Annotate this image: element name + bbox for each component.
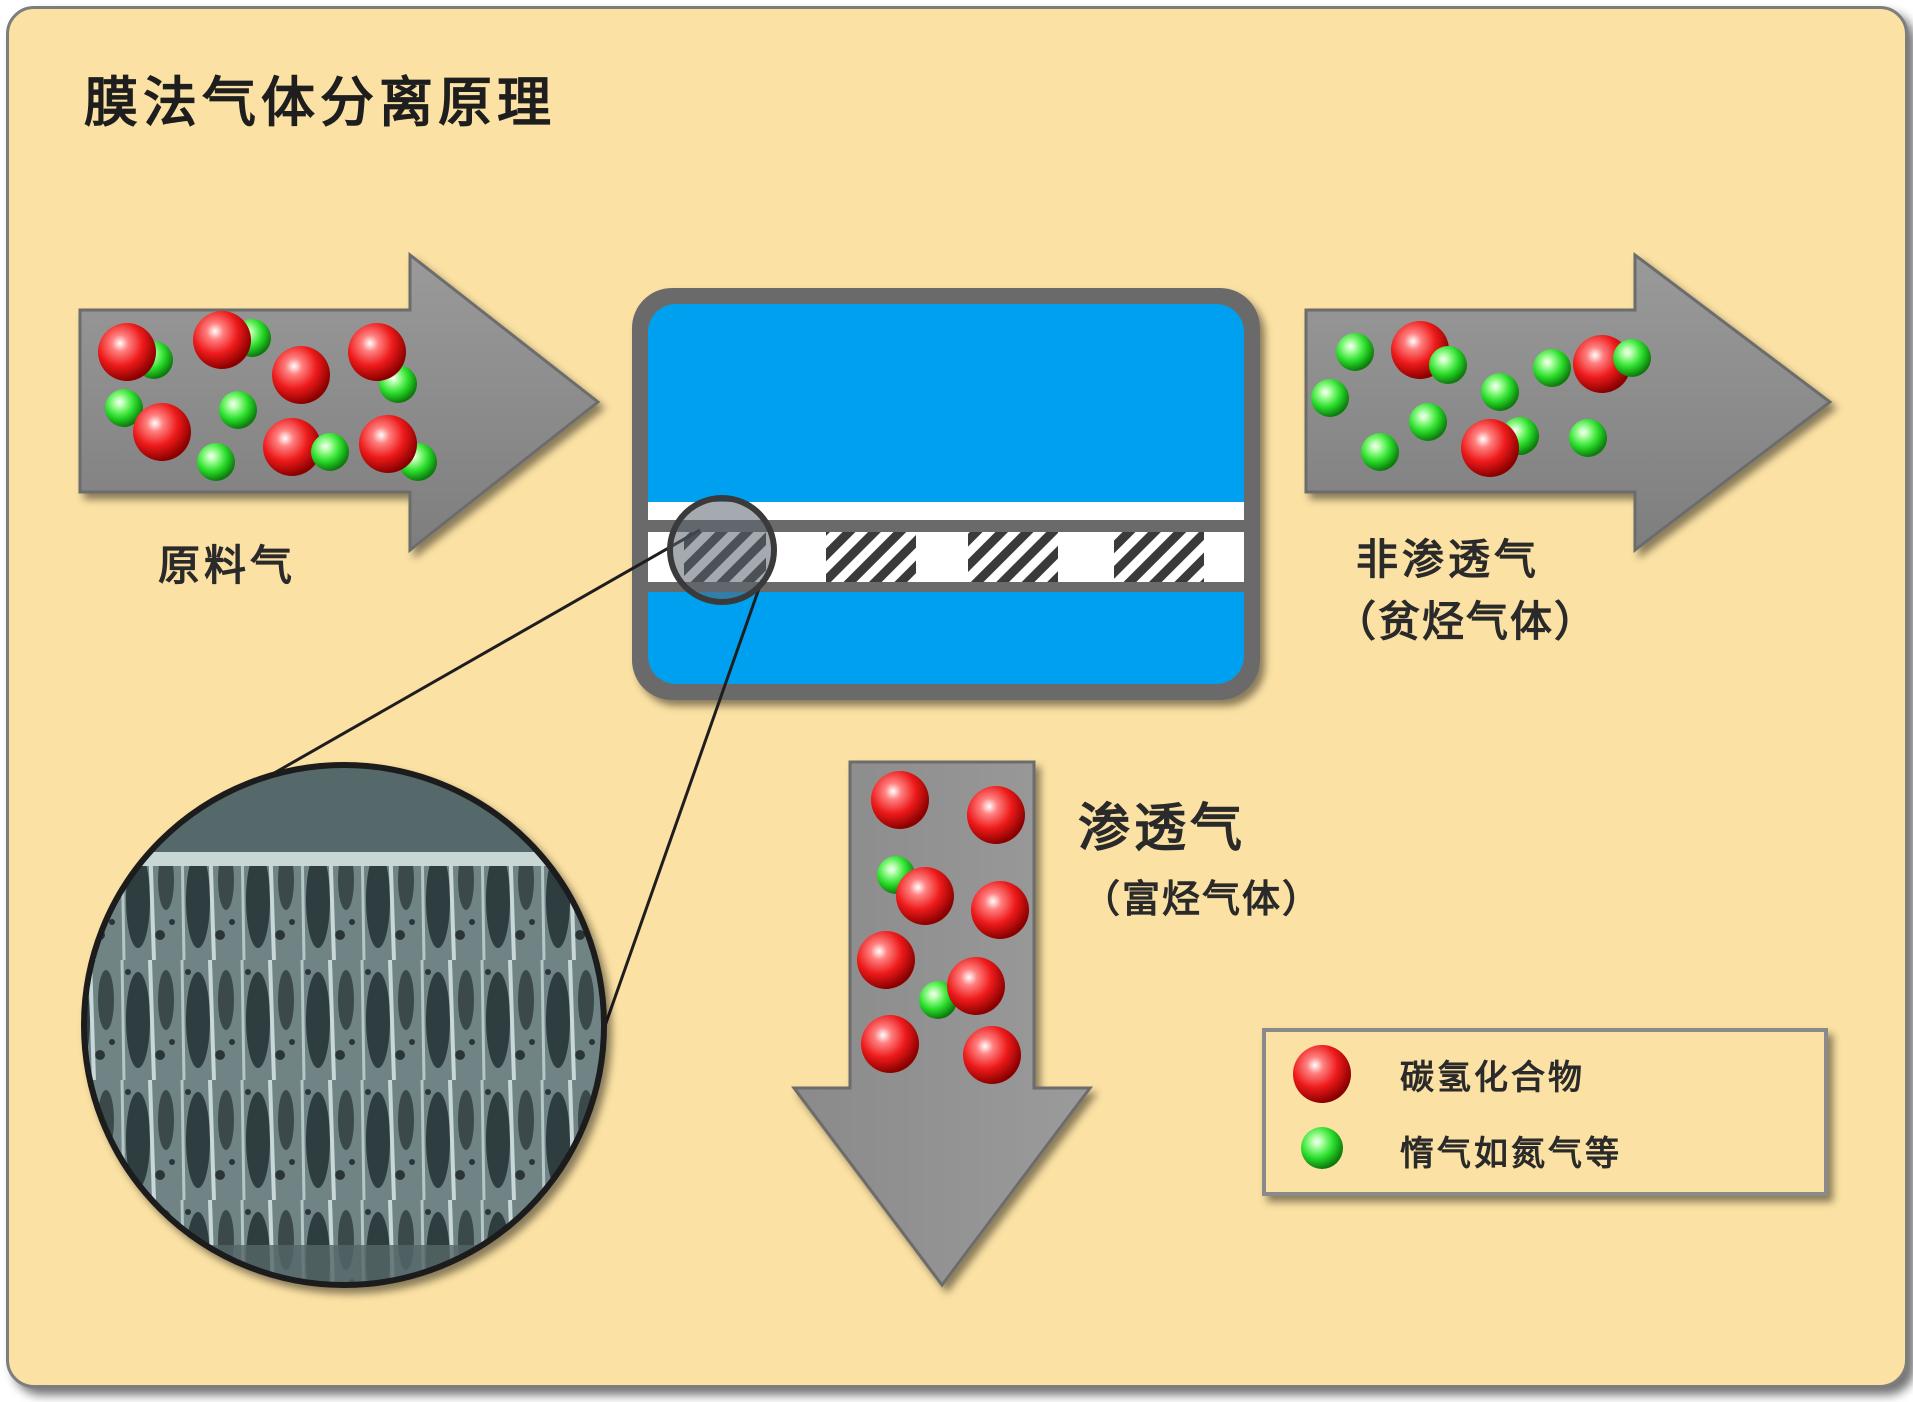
feed-arrow xyxy=(78,251,601,554)
feed-gas-label: 原料气 xyxy=(158,541,297,590)
permeate-gas-note: （富烃气体） xyxy=(1082,877,1323,921)
hydrocarbon-molecule xyxy=(133,403,191,461)
inert-gas-molecule xyxy=(1301,1127,1343,1169)
inert-gas-molecule xyxy=(1409,403,1447,441)
hydrocarbon-molecule xyxy=(98,323,156,381)
hydrocarbon-molecule xyxy=(857,931,915,989)
hydrocarbon-molecule xyxy=(1293,1045,1351,1103)
hydrocarbon-molecule xyxy=(963,1026,1021,1084)
inert-gas-molecule xyxy=(1569,419,1607,457)
retentate-arrow xyxy=(1304,251,1833,554)
hydrocarbon-molecule xyxy=(348,323,406,381)
inert-gas-molecule xyxy=(105,389,143,427)
hydrocarbon-molecule xyxy=(272,346,330,404)
inert-gas-molecule xyxy=(1336,333,1374,371)
inert-gas-molecule xyxy=(311,433,349,471)
hydrocarbon-molecule xyxy=(967,786,1025,844)
hydrocarbon-molecule xyxy=(359,415,417,473)
inert-gas-molecule xyxy=(1613,339,1651,377)
inert-gas-molecule xyxy=(1533,349,1571,387)
hydrocarbon-molecule xyxy=(871,771,929,829)
hydrocarbon-molecule xyxy=(861,1015,919,1073)
legend-hydrocarbon-label: 碳氢化合物 xyxy=(1400,1058,1585,1098)
hydrocarbon-molecule xyxy=(947,957,1005,1015)
permeate-arrow xyxy=(790,760,1094,1288)
permeate-gas-label: 渗透气 xyxy=(1078,799,1247,859)
magnifier-lens xyxy=(667,495,777,605)
hydrocarbon-molecule xyxy=(971,881,1029,939)
inert-gas-molecule xyxy=(1429,346,1467,384)
hydrocarbon-molecule xyxy=(1461,419,1519,477)
retentate-gas-note: （贫烃气体） xyxy=(1334,597,1599,646)
membrane-module xyxy=(632,288,1260,700)
molecule-layer xyxy=(98,311,1651,1169)
membrane-sem-image xyxy=(81,762,607,1288)
inert-gas-molecule xyxy=(1481,373,1519,411)
hydrocarbon-molecule xyxy=(263,418,321,476)
hydrocarbon-molecule xyxy=(193,311,251,369)
inert-gas-molecule xyxy=(219,391,257,429)
hydrocarbon-molecule xyxy=(896,867,954,925)
retentate-gas-label: 非渗透气 xyxy=(1356,535,1541,584)
legend-box xyxy=(1262,1028,1828,1196)
inert-gas-molecule xyxy=(1361,433,1399,471)
legend-inert-label: 惰气如氮气等 xyxy=(1400,1134,1622,1174)
inert-gas-molecule xyxy=(197,443,235,481)
page-title: 膜法气体分离原理 xyxy=(84,71,556,134)
magnifier-lines xyxy=(261,528,764,1041)
inert-gas-molecule xyxy=(1311,379,1349,417)
